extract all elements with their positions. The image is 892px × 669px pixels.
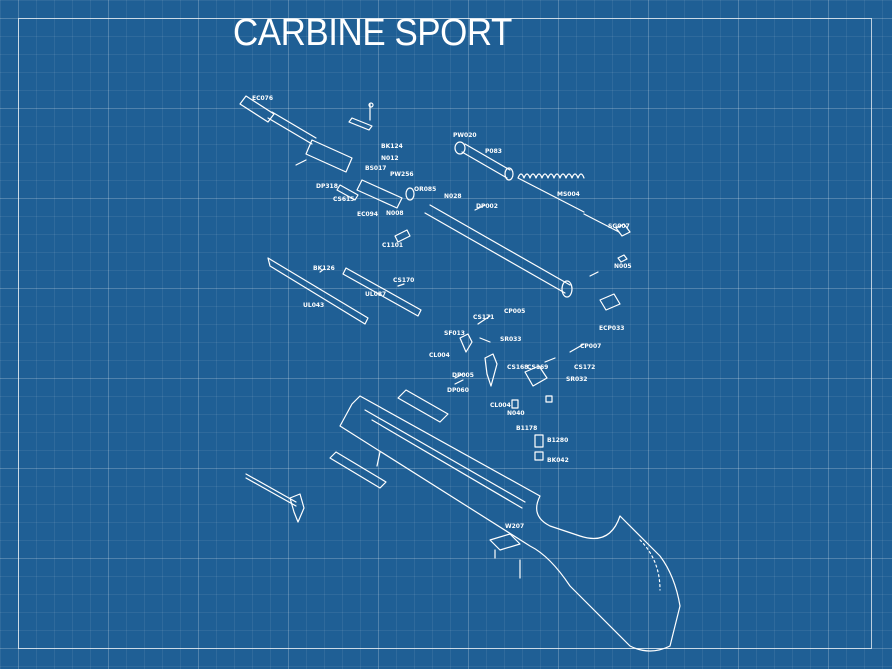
part-label: CS168 [507,364,529,371]
part-label: SG007 [608,223,630,230]
part-label: DP002 [476,203,498,210]
part-label: CS615 [333,196,355,203]
blueprint-frame [18,18,872,649]
part-label: CS169 [527,364,549,371]
part-label: CS170 [393,277,415,284]
part-label: PW256 [390,171,414,178]
cocking-lever [267,257,422,325]
diagram-title: CARBINE SPORT [233,12,512,54]
part-label: ECP033 [599,325,625,332]
part-label: P083 [485,148,502,155]
piston-and-spring [454,141,631,263]
part-label: EC076 [252,95,274,102]
part-label: BK042 [547,457,569,464]
stock [329,389,681,652]
part-label: BK126 [313,265,335,272]
part-label: CP005 [504,308,526,315]
part-label: BS017 [365,165,387,172]
part-label: SR033 [500,336,522,343]
part-label: DP005 [452,372,474,379]
part-label: CP007 [580,343,602,350]
part-label: N040 [507,410,525,417]
part-label: N008 [386,210,404,217]
trigger-guard [245,473,305,523]
part-label: UL043 [303,302,325,309]
part-label: CS171 [473,314,495,321]
part-label: N005 [614,263,632,270]
muzzle-part [239,95,374,201]
part-label: CS172 [574,364,596,371]
part-label: OR085 [414,186,437,193]
part-label: BK124 [381,143,403,150]
part-label: MS004 [557,191,580,198]
compression-tube [356,179,621,311]
part-label: DP060 [447,387,469,394]
part-label: N012 [381,155,399,162]
part-label: B1280 [547,437,569,444]
part-label: PW020 [453,132,477,139]
part-label: CL004 [490,402,511,409]
part-label: SR032 [566,376,588,383]
part-label: EC094 [357,211,379,218]
part-label: CL004 [429,352,450,359]
trigger-assembly [454,315,585,461]
part-label: B1178 [516,425,538,432]
part-label: W207 [505,523,525,530]
part-label: SF013 [444,330,465,337]
part-label: UL087 [365,291,387,298]
part-label: C1101 [382,242,404,249]
part-label: N028 [444,193,462,200]
part-label: DP318 [316,183,338,190]
